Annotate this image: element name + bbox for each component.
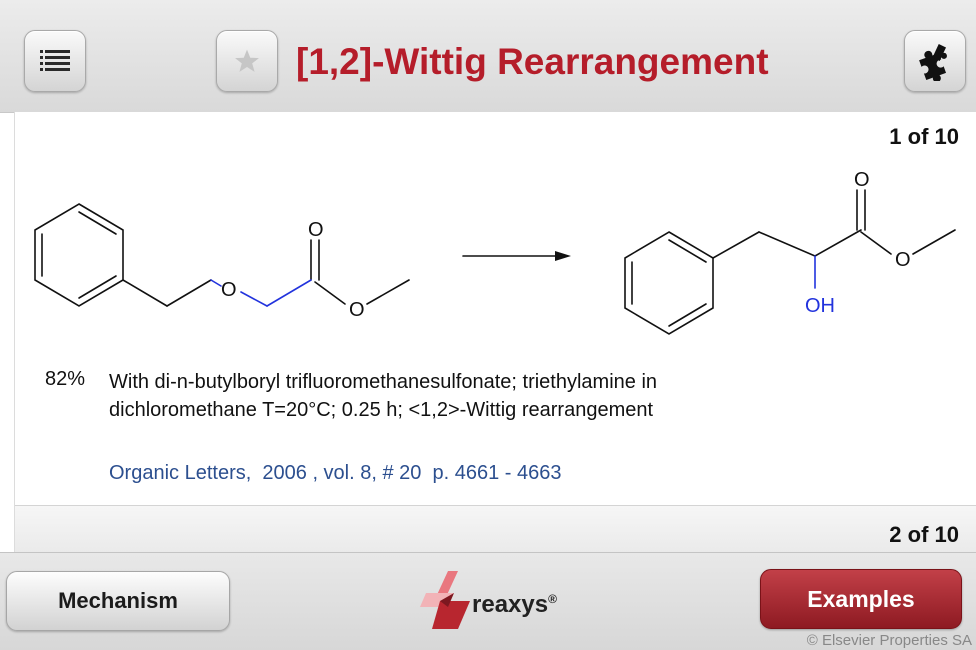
product-carbonyl-oxygen: O (854, 169, 870, 191)
next-reaction-header: 2 of 10 (15, 505, 976, 553)
favorite-button[interactable] (216, 30, 278, 92)
reaction-scheme: O O O O O OH (34, 169, 956, 335)
product-ester-oxygen: O (895, 249, 911, 271)
puzzle-piece-icon (919, 44, 947, 81)
conditions-line-2: dichloromethane T=20°C; 0.25 h; <1,2>-Wi… (109, 399, 654, 421)
examples-button[interactable]: Examples (760, 569, 962, 629)
next-reaction-counter: 2 of 10 (889, 522, 959, 547)
footer-bar: Mechanism reaxys® Examples © Elsevier Pr… (0, 552, 976, 650)
mechanism-button[interactable]: Mechanism (6, 571, 230, 631)
reactant-ester-oxygen: O (349, 299, 365, 321)
list-icon (40, 50, 70, 71)
copyright-notice: © Elsevier Properties SA (806, 632, 972, 649)
reactant-ether-oxygen: O (221, 279, 237, 301)
header-bar: [1,2]-Wittig Rearrangement (0, 0, 976, 113)
reaction-yield: 82% (45, 368, 86, 390)
reaction-conditions: With di-n-butylboryl trifluoromethanesul… (109, 368, 889, 424)
page-title: [1,2]-Wittig Rearrangement (296, 41, 769, 82)
reactant-carbonyl-oxygen: O (308, 219, 324, 241)
citation-link[interactable]: Organic Letters, 2006 , vol. 8, # 20 p. … (109, 462, 562, 484)
menu-button[interactable] (24, 30, 86, 92)
reaxys-wordmark: reaxys® (472, 591, 557, 618)
extras-button[interactable] (904, 30, 966, 92)
reaction-counter: 1 of 10 (889, 124, 959, 149)
reaxys-logo: reaxys® (418, 567, 578, 633)
star-icon (235, 49, 259, 72)
product-hydroxyl: OH (805, 295, 835, 317)
conditions-line-1: With di-n-butylboryl trifluoromethanesul… (109, 371, 658, 393)
reaxys-logo-mark (420, 571, 470, 629)
reaction-list[interactable]: 1 of 10 (14, 112, 976, 554)
